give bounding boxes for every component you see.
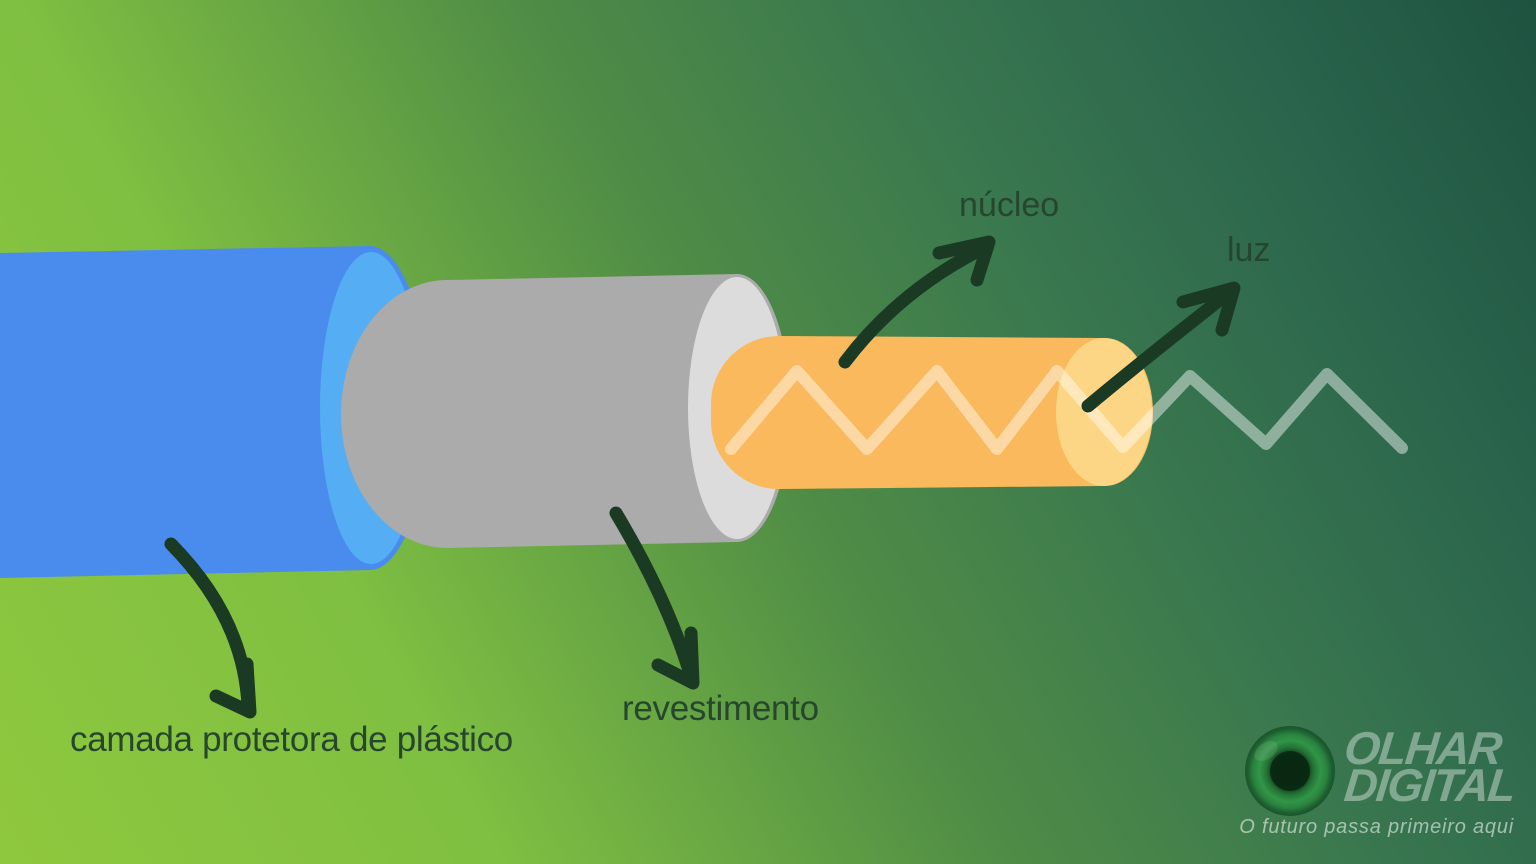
label-core: núcleo [959,186,1059,224]
arrow-cladding-head [651,626,700,690]
arrow-cladding [609,506,700,690]
arrow-light-shaft [1081,288,1233,413]
label-light: luz [1227,231,1270,269]
eye-pupil [1270,751,1310,791]
label-jacket: camada protetora de plástico [70,720,513,759]
cladding-layer-body [341,274,790,548]
eye-icon [1245,726,1335,816]
jacket-layer-body [0,246,428,578]
logo-text-line1: OLHAR [1342,722,1505,774]
olhar-digital-logo: OLHAR DIGITAL O futuro passa primeiro aq… [1239,722,1517,838]
light-wave-zigzag [725,365,1408,455]
logo-tagline: O futuro passa primeiro aqui [1239,816,1514,838]
arrow-core-head [932,235,996,287]
arrow-jacket [164,537,257,719]
label-cladding: revestimento [622,689,819,728]
arrow-light-head [1176,281,1241,337]
arrow-jacket-head [209,657,257,719]
arrow-light [1081,281,1241,413]
core-layer-body [711,336,1153,489]
eye-highlight [1254,741,1278,761]
arrow-cladding-shaft [609,506,698,684]
arrow-core [838,235,996,369]
logo-text-line2: DIGITAL [1342,759,1517,811]
arrow-core-shaft [838,243,987,369]
